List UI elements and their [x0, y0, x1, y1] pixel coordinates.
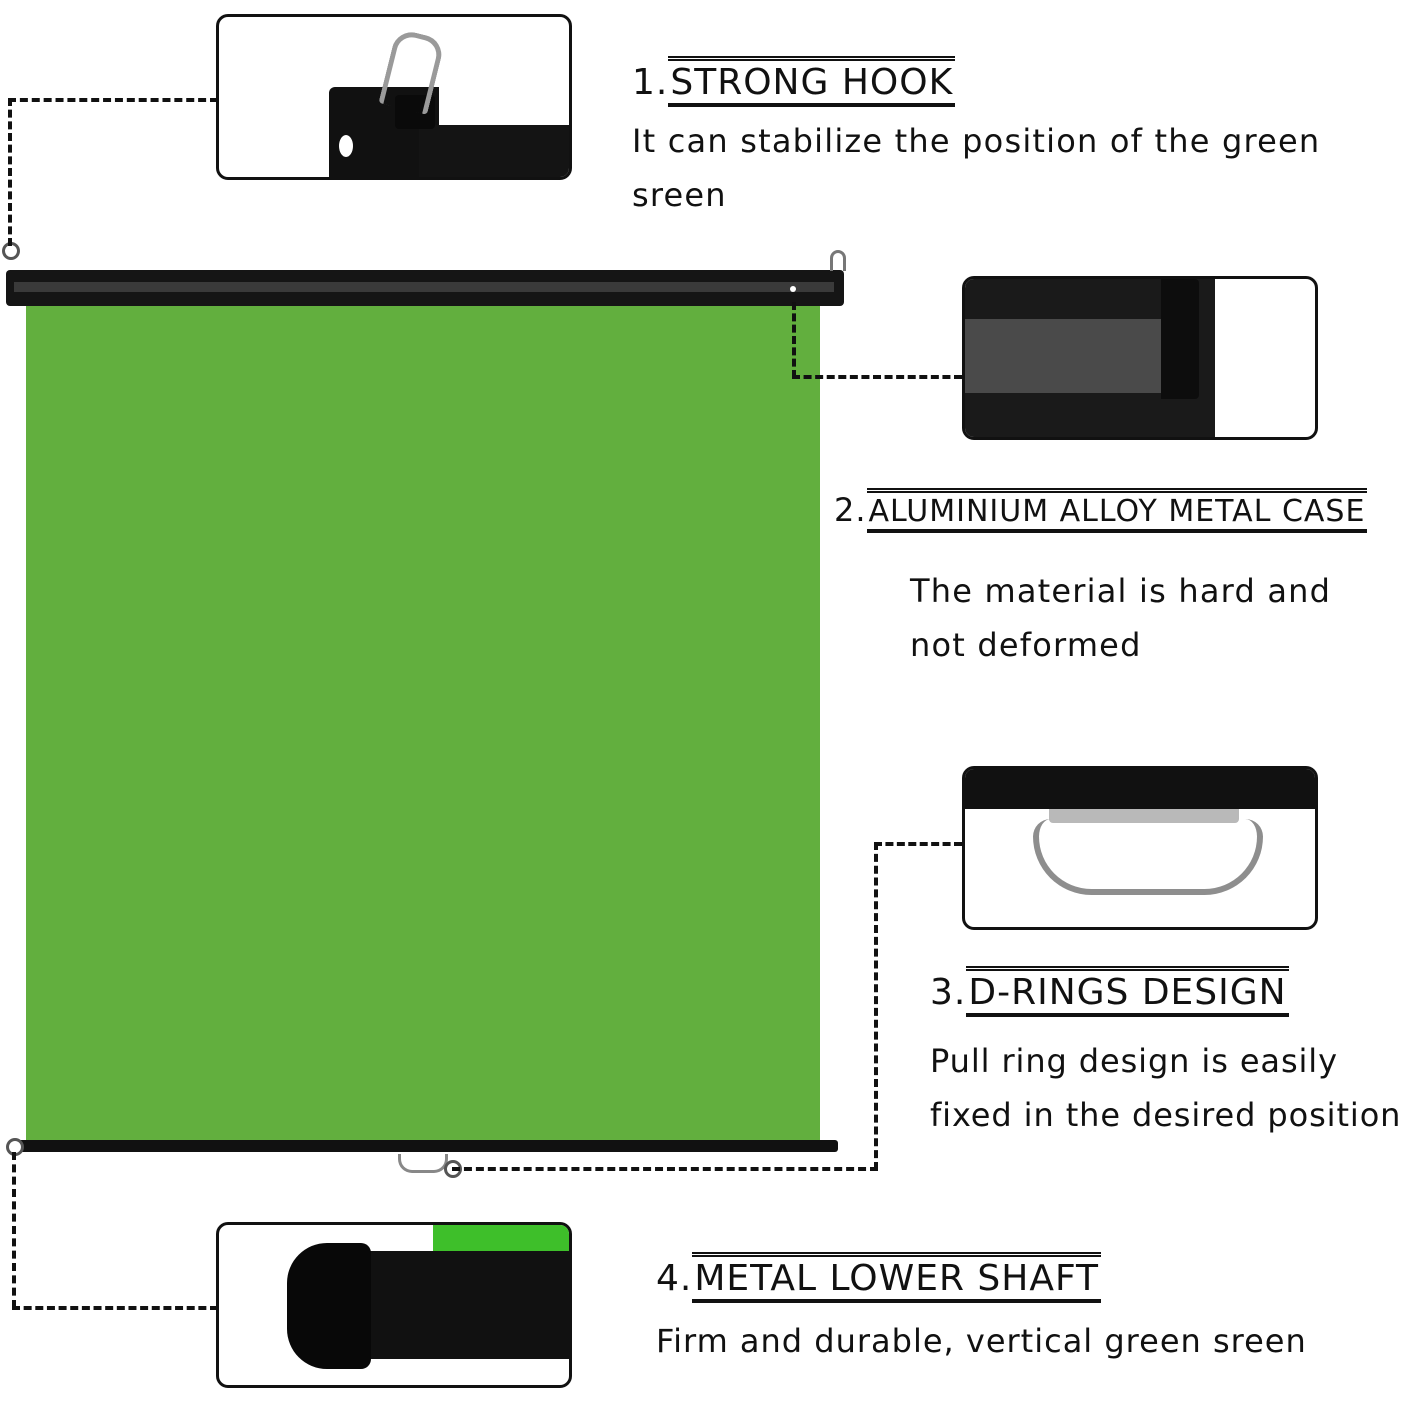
feature-2-title: ALUMINIUM ALLOY METAL CASE	[866, 488, 1368, 533]
feature-2-description: The material is hard and not deformed	[910, 564, 1331, 672]
case-detail-photo	[962, 276, 1318, 440]
feature-3-description: Pull ring design is easily fixed in the …	[930, 1034, 1401, 1142]
feature-1-number: 1.	[632, 62, 669, 103]
shaft-detail-photo	[216, 1222, 572, 1388]
leader-line-hook	[8, 98, 218, 102]
shaft-end-cap	[287, 1243, 371, 1369]
case-end-cap-face	[965, 319, 1175, 393]
shaft-green-edge	[433, 1225, 569, 1253]
case-rivet	[790, 286, 796, 292]
leader-line-case	[792, 375, 962, 379]
leader-line-dring	[874, 842, 962, 846]
right-hook-icon	[830, 250, 846, 271]
green-screen	[26, 305, 820, 1143]
feature-2-desc-line2: not deformed	[910, 626, 1142, 664]
leader-line-hook	[8, 98, 12, 246]
d-ring-icon	[398, 1154, 448, 1173]
leader-line-dring	[452, 1167, 878, 1171]
case-end-cap-edge	[1161, 279, 1199, 399]
d-ring-plate	[1049, 809, 1239, 823]
hook-clip	[395, 95, 435, 129]
leader-line-shaft	[12, 1152, 16, 1308]
feature-4-heading: 4.METAL LOWER SHAFT	[656, 1252, 1102, 1303]
feature-1-desc-line2: sreen	[632, 176, 727, 214]
top-case-bar	[6, 270, 844, 306]
feature-4-number: 4.	[656, 1258, 693, 1299]
feature-4-title: METAL LOWER SHAFT	[692, 1252, 1102, 1303]
feature-2-desc-line1: The material is hard and	[910, 572, 1332, 610]
feature-3-title: D-RINGS DESIGN	[966, 966, 1289, 1017]
feature-2-heading: 2.ALUMINIUM ALLOY METAL CASE	[834, 488, 1368, 533]
bottom-shaft-bar	[10, 1140, 838, 1152]
feature-4-description: Firm and durable, vertical green sreen	[656, 1314, 1307, 1368]
feature-1-title: STRONG HOOK	[668, 56, 956, 107]
hook-detail-photo	[216, 14, 572, 180]
feature-1-desc-line1: It can stabilize the position of the gre…	[632, 122, 1321, 160]
hook-bracket-hole	[339, 135, 353, 157]
shaft-tube	[339, 1251, 569, 1359]
feature-3-desc-line1: Pull ring design is easily	[930, 1042, 1338, 1080]
feature-1-heading: 1.STRONG HOOK	[632, 56, 956, 107]
d-ring-detail-photo	[962, 766, 1318, 930]
feature-3-desc-line2: fixed in the desired position	[930, 1096, 1402, 1134]
feature-3-heading: 3.D-RINGS DESIGN	[930, 966, 1289, 1017]
hook-arm	[419, 125, 569, 177]
leader-line-dring	[874, 842, 878, 1170]
feature-4-desc-line1: Firm and durable, vertical green sreen	[656, 1322, 1307, 1360]
top-case-highlight	[14, 282, 834, 292]
d-ring-bar	[965, 769, 1315, 809]
d-ring-loop-icon	[1033, 819, 1263, 895]
leader-line-shaft	[12, 1306, 218, 1310]
feature-3-number: 3.	[930, 972, 967, 1013]
feature-2-number: 2.	[834, 491, 867, 529]
feature-1-description: It can stabilize the position of the gre…	[632, 114, 1320, 222]
leader-line-case	[792, 302, 796, 378]
